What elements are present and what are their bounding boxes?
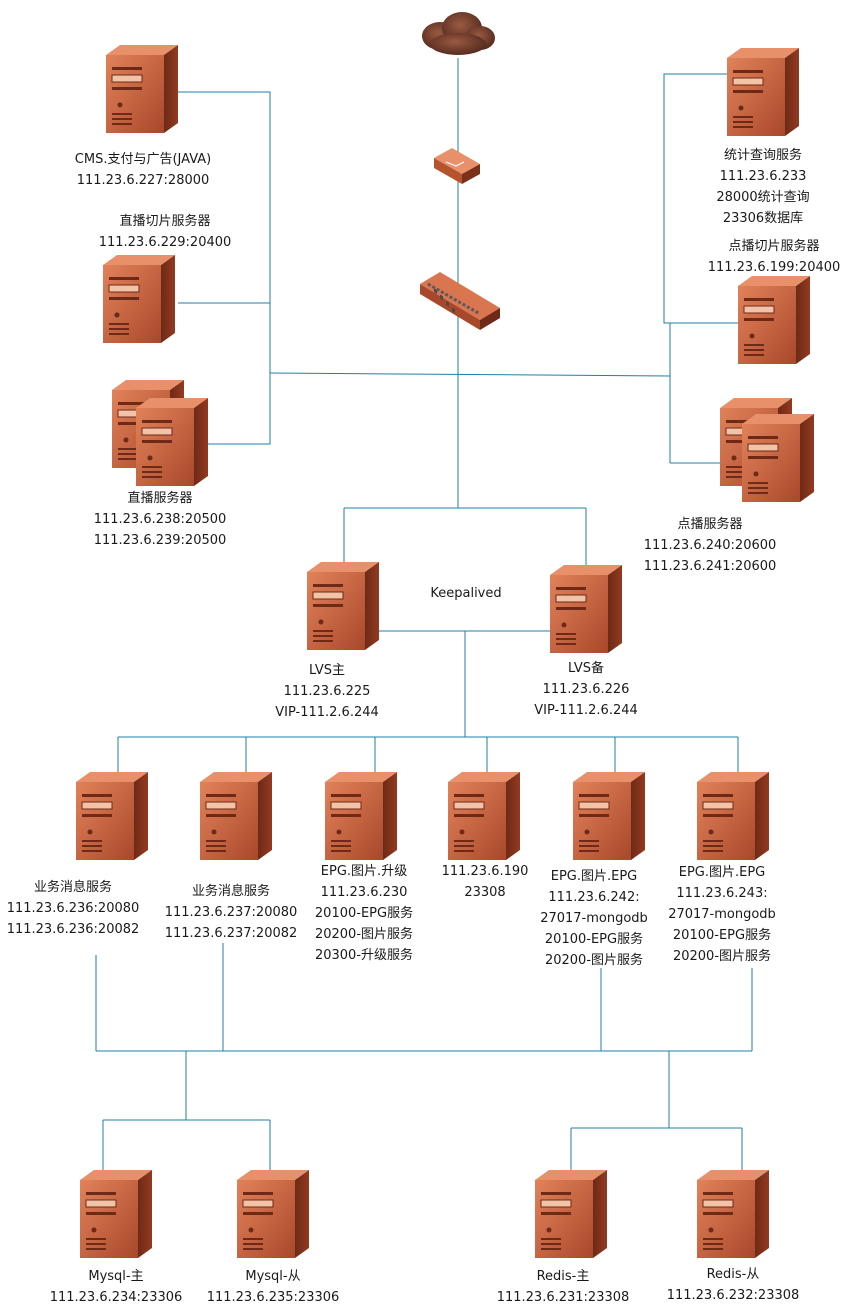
switch-icon bbox=[420, 272, 500, 330]
biz-msg-2-label: 业务消息服务 111.23.6.237:20080 111.23.6.237:2… bbox=[164, 884, 298, 941]
mysql-slave-server-icon bbox=[236, 1169, 310, 1259]
biz-msg-2-server-icon bbox=[199, 771, 273, 861]
biz-msg-1-label: 业务消息服务 111.23.6.236:20080 111.23.6.236:2… bbox=[6, 880, 140, 937]
epg-243-label: EPG.图片.EPG 111.23.6.243: 27017-mongodb 2… bbox=[668, 865, 776, 964]
live-server-b-icon bbox=[135, 397, 209, 487]
lvs-backup-server-icon bbox=[549, 564, 623, 654]
live-slice-label: 直播切片服务器 111.23.6.229:20400 bbox=[98, 214, 232, 250]
vod-server-b-icon bbox=[741, 413, 815, 503]
mysql-master-server-icon bbox=[79, 1169, 153, 1259]
vod-slice-server-icon bbox=[737, 275, 811, 365]
redis-master-label: Redis-主 111.23.6.231:23308 bbox=[496, 1269, 630, 1305]
keepalived-label: Keepalived bbox=[430, 586, 502, 601]
vod-slice-label: 点播切片服务器 111.23.6.199:20400 bbox=[707, 239, 841, 275]
epg-upgrade-server-icon bbox=[324, 771, 398, 861]
mysql-slave-label: Mysql-从 111.23.6.235:23306 bbox=[206, 1269, 340, 1305]
srv-190-label: 111.23.6.190 23308 bbox=[441, 864, 529, 900]
redis-slave-label: Redis-从 111.23.6.232:23308 bbox=[666, 1267, 800, 1303]
mysql-master-label: Mysql-主 111.23.6.234:23306 bbox=[49, 1269, 183, 1305]
stats-label: 统计查询服务 111.23.6.233 28000统计查询 23306数据库 bbox=[716, 148, 810, 226]
srv-190-server-icon bbox=[447, 771, 521, 861]
stats-server-icon bbox=[726, 47, 800, 137]
redis-slave-server-icon bbox=[696, 1169, 770, 1259]
epg-243-server-icon bbox=[696, 771, 770, 861]
epg-242-server-icon bbox=[572, 771, 646, 861]
vod-servers-label: 点播服务器 111.23.6.240:20600 111.23.6.241:20… bbox=[643, 517, 777, 574]
cms-server-icon bbox=[105, 44, 179, 134]
live-slice-server-icon bbox=[102, 254, 176, 344]
cms-label: CMS.支付与广告(JAVA) 111.23.6.227:28000 bbox=[74, 152, 212, 188]
internet-cloud-icon bbox=[422, 12, 495, 55]
epg-upgrade-label: EPG.图片.升级 111.23.6.230 20100-EPG服务 20200… bbox=[314, 864, 414, 963]
live-servers-label: 直播服务器 111.23.6.238:20500 111.23.6.239:20… bbox=[93, 491, 227, 548]
epg-242-label: EPG.图片.EPG 111.23.6.242: 27017-mongodb 2… bbox=[540, 869, 648, 968]
router-icon bbox=[434, 148, 480, 184]
biz-msg-1-server-icon bbox=[75, 771, 149, 861]
redis-master-server-icon bbox=[534, 1169, 608, 1259]
lvs-master-label: LVS主 111.23.6.225 VIP-111.2.6.244 bbox=[275, 663, 379, 720]
connection-lines bbox=[95, 58, 753, 1180]
lvs-master-server-icon bbox=[306, 561, 380, 651]
lvs-backup-label: LVS备 111.23.6.226 VIP-111.2.6.244 bbox=[534, 661, 638, 718]
